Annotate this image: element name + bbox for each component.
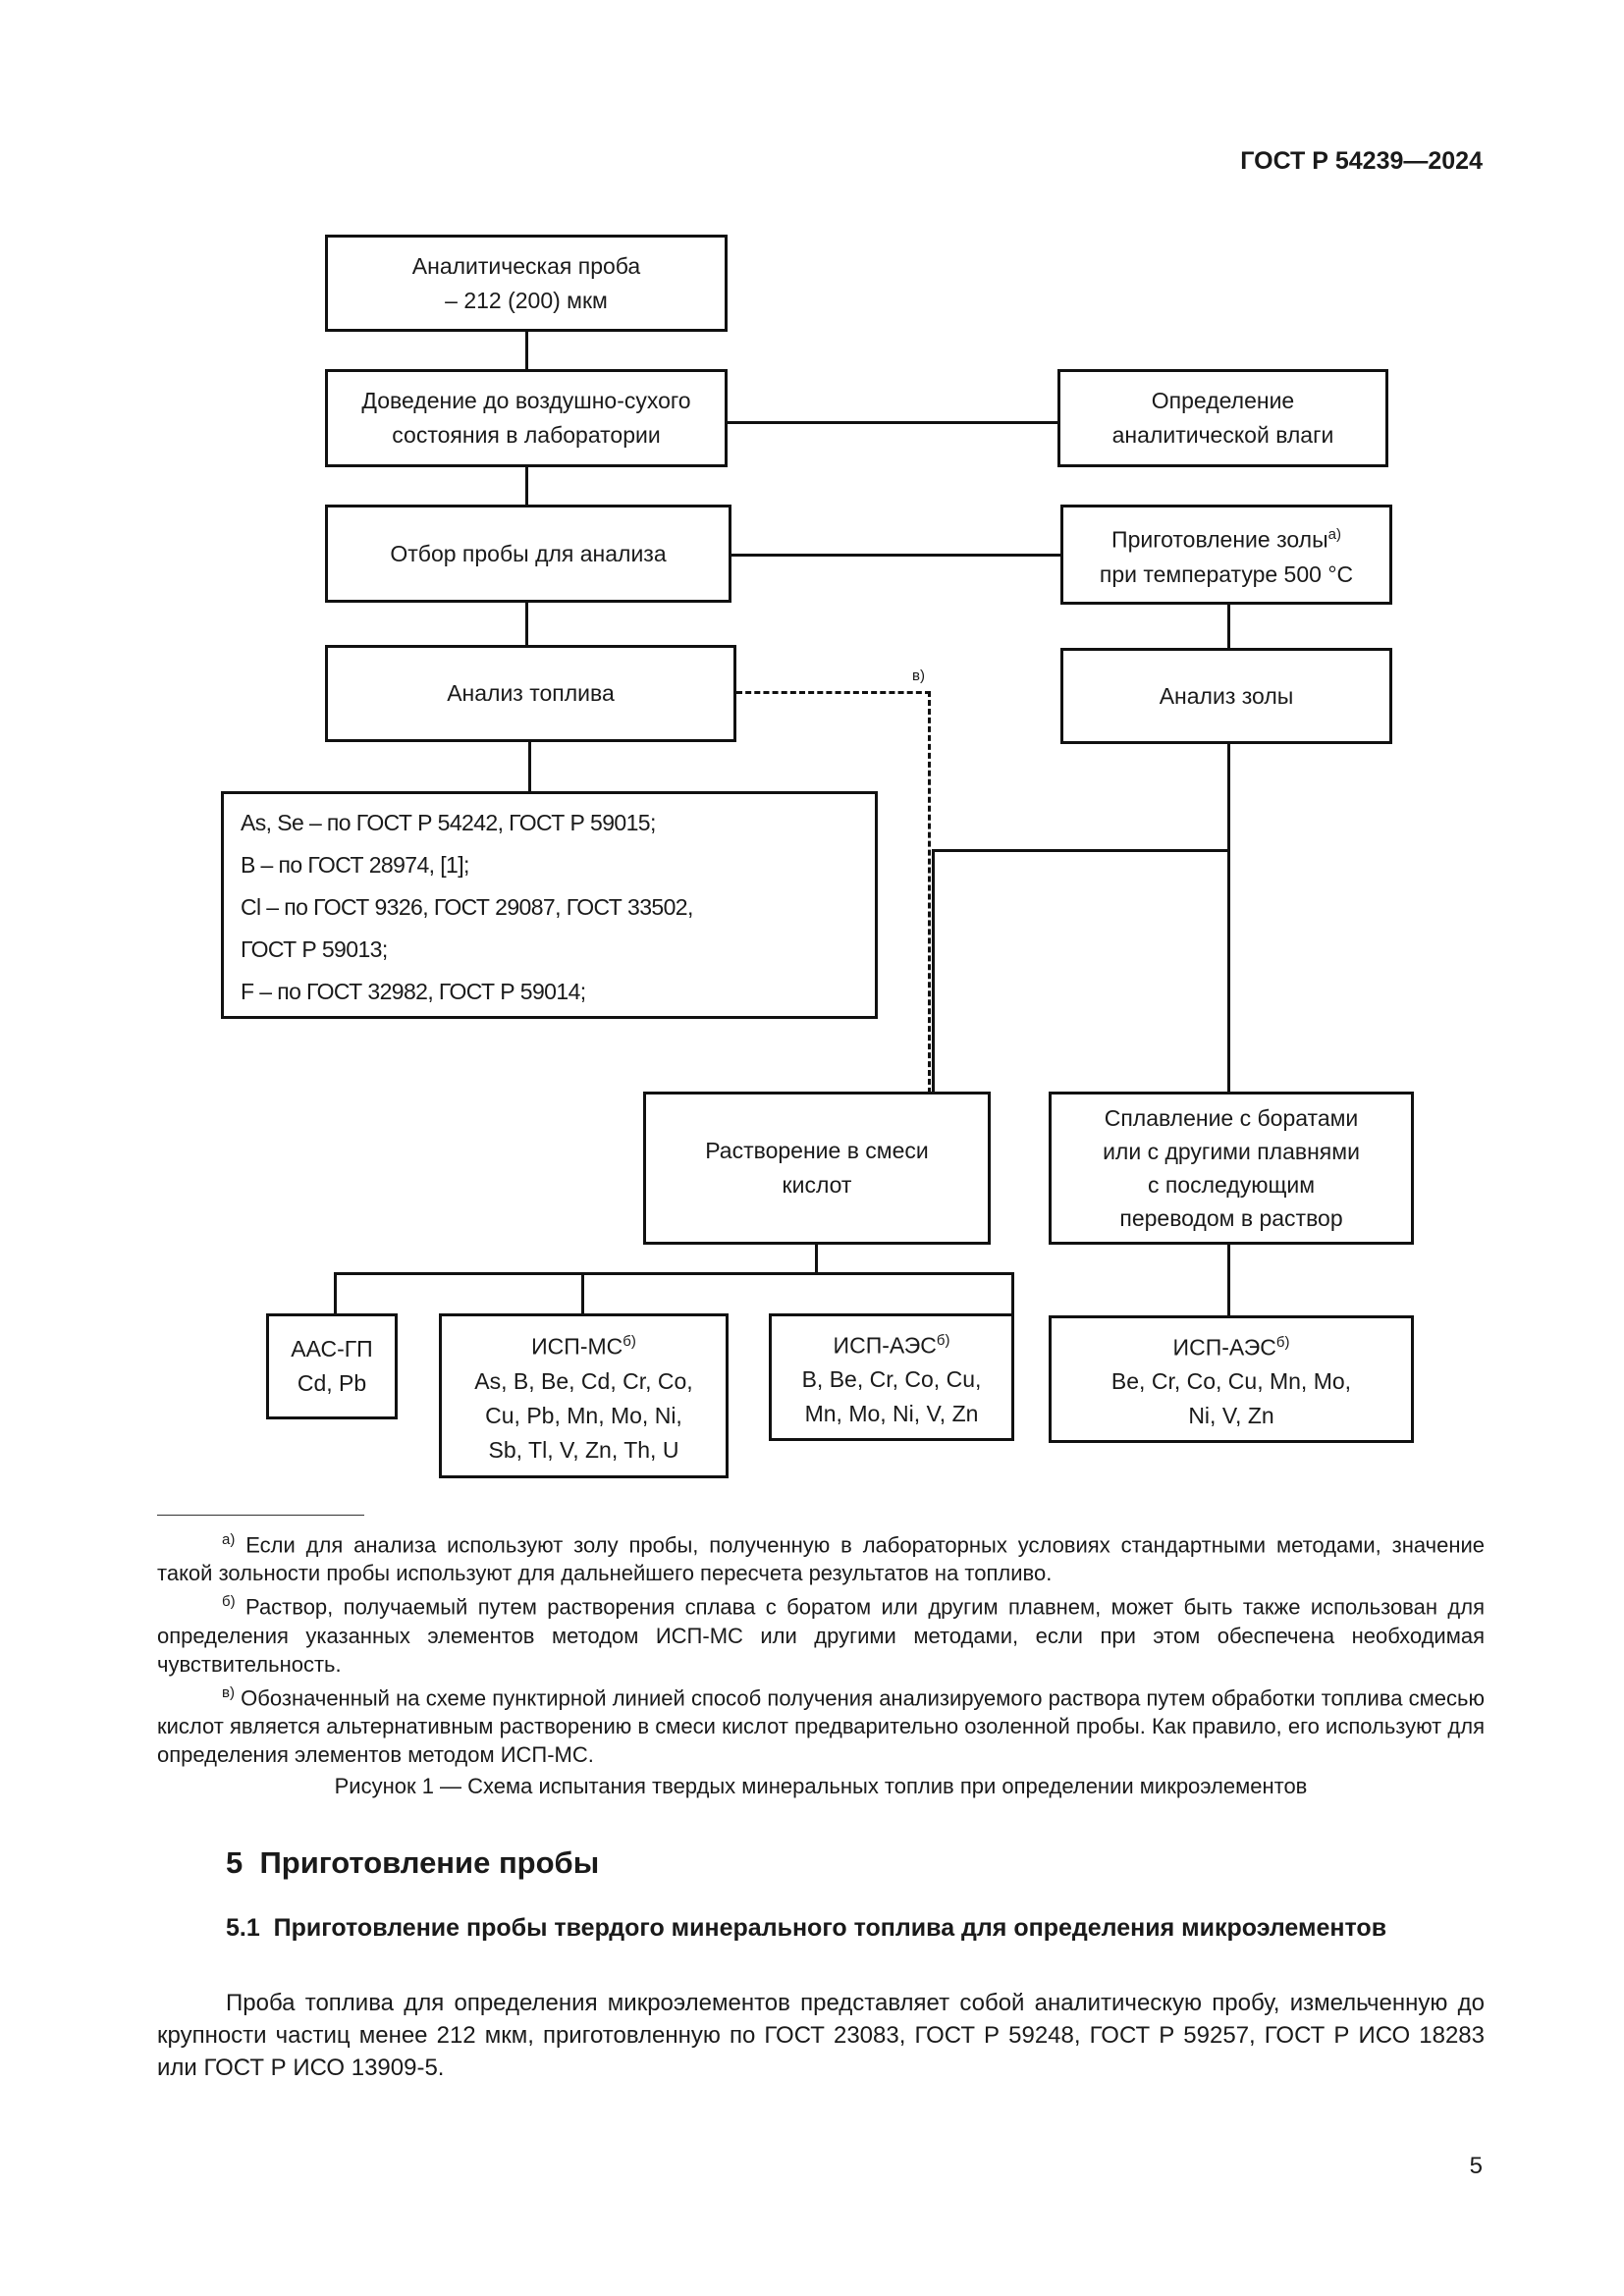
- dashed-connector: [928, 691, 931, 1094]
- footnote-text: Раствор, получаемый путем растворения сп…: [157, 1594, 1485, 1677]
- connector: [528, 742, 531, 793]
- box-line: Анализ топлива: [447, 680, 615, 706]
- box-line: переводом в раствор: [1119, 1205, 1343, 1231]
- connector: [525, 467, 528, 507]
- connector: [932, 849, 935, 1094]
- air-dry-box: Доведение до воздушно-сухого состояния в…: [325, 369, 728, 467]
- box-line: Сплавление с боратами: [1104, 1105, 1359, 1131]
- connector: [1011, 1272, 1014, 1315]
- methods-list-item: As, Se – по ГОСТ Р 54242, ГОСТ Р 59015;: [241, 810, 656, 835]
- box-line: Определение: [1151, 388, 1295, 413]
- connector: [932, 849, 1230, 852]
- box-line: ИСП-АЭСб): [1173, 1325, 1290, 1365]
- methods-list-item: Cl – по ГОСТ 9326, ГОСТ 29087, ГОСТ 3350…: [241, 894, 693, 920]
- footnote-ref: б): [936, 1331, 950, 1349]
- paragraph-text: Проба топлива для определения микроэлеме…: [157, 1990, 1485, 2081]
- footnote-ref: б): [623, 1333, 636, 1351]
- subsection-heading: 5.1 Приготовление пробы твердого минерал…: [226, 1911, 1404, 1945]
- connector: [334, 1272, 337, 1315]
- moisture-box: Определение аналитической влаги: [1057, 369, 1388, 467]
- connector: [525, 603, 528, 645]
- box-line: Растворение в смеси: [705, 1138, 929, 1163]
- box-title: ИСП-АЭС: [833, 1332, 937, 1359]
- connector: [581, 1272, 584, 1315]
- footnote-text: Если для анализа используют золу пробы, …: [157, 1532, 1485, 1586]
- methods-list-item: F – по ГОСТ 32982, ГОСТ Р 59014;: [241, 979, 586, 1004]
- box-line-text: Приготовление золы: [1111, 526, 1328, 553]
- box-line: Cu, Pb, Mn, Mo, Ni,: [485, 1402, 682, 1428]
- box-line: Be, Cr, Co, Cu, Mn, Mo,: [1110, 1368, 1352, 1395]
- connector: [727, 421, 1058, 424]
- box-line: Cd, Pb: [297, 1370, 367, 1396]
- connector: [1227, 1243, 1230, 1317]
- box-title: ИСП-АЭС: [1172, 1334, 1276, 1361]
- dashed-label: в): [912, 667, 925, 684]
- box-line: Отбор пробы для анализа: [390, 540, 667, 566]
- analytical-sample-box: Аналитическая проба – 212 (200) мкм: [325, 235, 728, 332]
- footnote-mark: б): [222, 1593, 236, 1611]
- box-line: – 212 (200) мкм: [445, 287, 608, 313]
- body-paragraph: Проба топлива для определения микроэлеме…: [157, 1987, 1485, 2084]
- footnote-ref: б): [1275, 1333, 1290, 1351]
- footnote: в) Обозначенный на схеме пунктирной лини…: [157, 1679, 1485, 1769]
- section-title: Приготовление пробы: [259, 1845, 600, 1880]
- footnote-mark: а): [222, 1531, 236, 1548]
- section-heading: 5 Приготовление пробы: [226, 1845, 599, 1881]
- connector: [815, 1243, 818, 1274]
- figure-caption: Рисунок 1 — Схема испытания твердых мине…: [334, 1774, 1308, 1798]
- connector: [525, 332, 528, 371]
- document-id: ГОСТ Р 54239—2024: [1240, 147, 1483, 175]
- box-line: Анализ золы: [1159, 682, 1294, 709]
- box-line: Аналитическая проба: [411, 252, 641, 279]
- footnote-divider: [157, 1515, 364, 1516]
- subsection-number: 5.1: [226, 1914, 260, 1942]
- box-line: или с другими плавнями: [1103, 1139, 1360, 1164]
- box-line: Доведение до воздушно-сухого: [361, 388, 691, 413]
- methods-list-item: ГОСТ Р 59013;: [241, 936, 388, 962]
- aas-box: ААС-ГП Cd, Pb: [266, 1313, 398, 1419]
- footnote-text: Обозначенный на схеме пунктирной линией …: [157, 1684, 1485, 1767]
- box-line: Ni, V, Zn: [1188, 1403, 1274, 1429]
- connector: [1227, 744, 1230, 1094]
- box-line: ААС-ГП: [291, 1336, 373, 1362]
- footnote-mark: в): [222, 1683, 235, 1701]
- box-line: при температуре 500 °С: [1099, 561, 1354, 587]
- connector: [731, 554, 1062, 557]
- footnotes: а) Если для анализа используют золу проб…: [157, 1525, 1485, 1769]
- ash-analysis-box: Анализ золы: [1060, 648, 1392, 744]
- footnote: б) Раствор, получаемый путем растворения…: [157, 1587, 1485, 1678]
- footnote: а) Если для анализа используют золу проб…: [157, 1525, 1485, 1587]
- page-number: 5: [1469, 2153, 1483, 2179]
- icp-aes-box-1: ИСП-АЭСб) B, Be, Cr, Co, Cu, Mn, Mo, Ni,…: [769, 1313, 1014, 1441]
- box-line: кислот: [782, 1172, 852, 1198]
- connector: [1227, 605, 1230, 648]
- acid-dissolution-box: Растворение в смеси кислот: [643, 1092, 991, 1245]
- box-line: Mn, Mo, Ni, V, Zn: [804, 1401, 979, 1427]
- box-line: аналитической влаги: [1111, 422, 1334, 448]
- methods-list-box: As, Se – по ГОСТ Р 54242, ГОСТ Р 59015; …: [221, 791, 878, 1019]
- box-line: ИСП-МСб): [531, 1324, 636, 1364]
- fuel-analysis-box: Анализ топлива: [325, 645, 736, 742]
- footnote-ref: а): [1327, 526, 1341, 544]
- box-title: ИСП-МС: [531, 1333, 623, 1360]
- fusion-box: Сплавление с боратами или с другими плав…: [1049, 1092, 1414, 1245]
- ash-prep-box: Приготовление золыа) при температуре 500…: [1060, 505, 1392, 605]
- sampling-box: Отбор пробы для анализа: [325, 505, 731, 603]
- box-line: состояния в лаборатории: [392, 422, 661, 448]
- icp-aes-box-2: ИСП-АЭСб) Be, Cr, Co, Cu, Mn, Mo, Ni, V,…: [1049, 1315, 1414, 1443]
- box-line: с последующим: [1147, 1172, 1316, 1198]
- connector: [334, 1272, 1014, 1275]
- box-line: As, B, Be, Cd, Cr, Co,: [474, 1367, 693, 1394]
- box-line: Приготовление золыа): [1111, 517, 1341, 558]
- box-line: ИСП-АЭСб): [834, 1323, 950, 1363]
- section-number: 5: [226, 1845, 244, 1880]
- subsection-title: Приготовление пробы твердого минеральног…: [273, 1914, 1387, 1942]
- methods-list-item: В – по ГОСТ 28974, [1];: [241, 852, 469, 878]
- box-line: B, Be, Cr, Co, Cu,: [801, 1366, 982, 1393]
- box-line: Sb, Tl, V, Zn, Th, U: [488, 1436, 679, 1463]
- icp-ms-box: ИСП-МСб) As, B, Be, Cd, Cr, Co, Cu, Pb, …: [439, 1313, 729, 1478]
- dashed-connector: [736, 691, 931, 694]
